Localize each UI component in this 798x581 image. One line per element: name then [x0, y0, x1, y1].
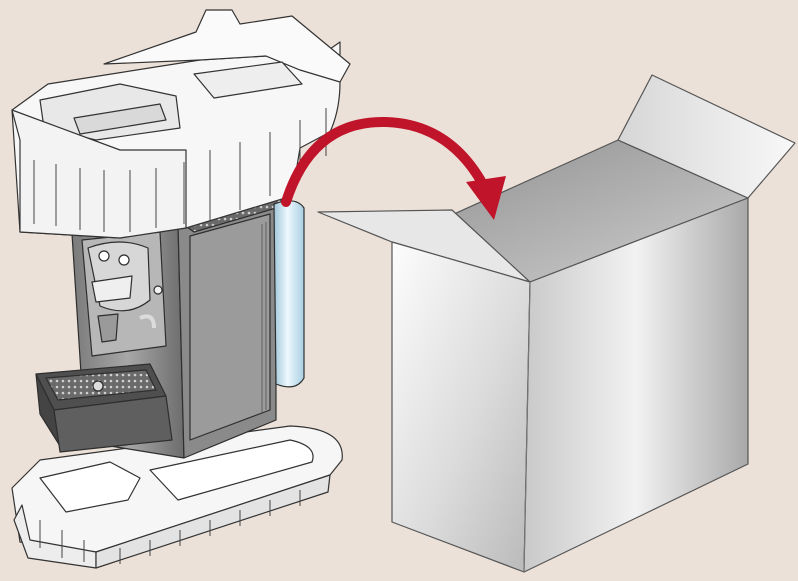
- open-cardboard-box: [317, 74, 796, 573]
- box-flap-back: [617, 74, 796, 199]
- water-tank: [273, 200, 305, 388]
- button-icon: [153, 285, 163, 295]
- box-front-face: [391, 241, 531, 573]
- arrow-shaft: [281, 116, 491, 207]
- curved-arrow: [281, 116, 506, 220]
- arrow-head: [466, 176, 506, 220]
- coffee-machine: [35, 197, 305, 459]
- foam-bottom-insert: [11, 425, 343, 569]
- foam-top-insert: [11, 9, 351, 239]
